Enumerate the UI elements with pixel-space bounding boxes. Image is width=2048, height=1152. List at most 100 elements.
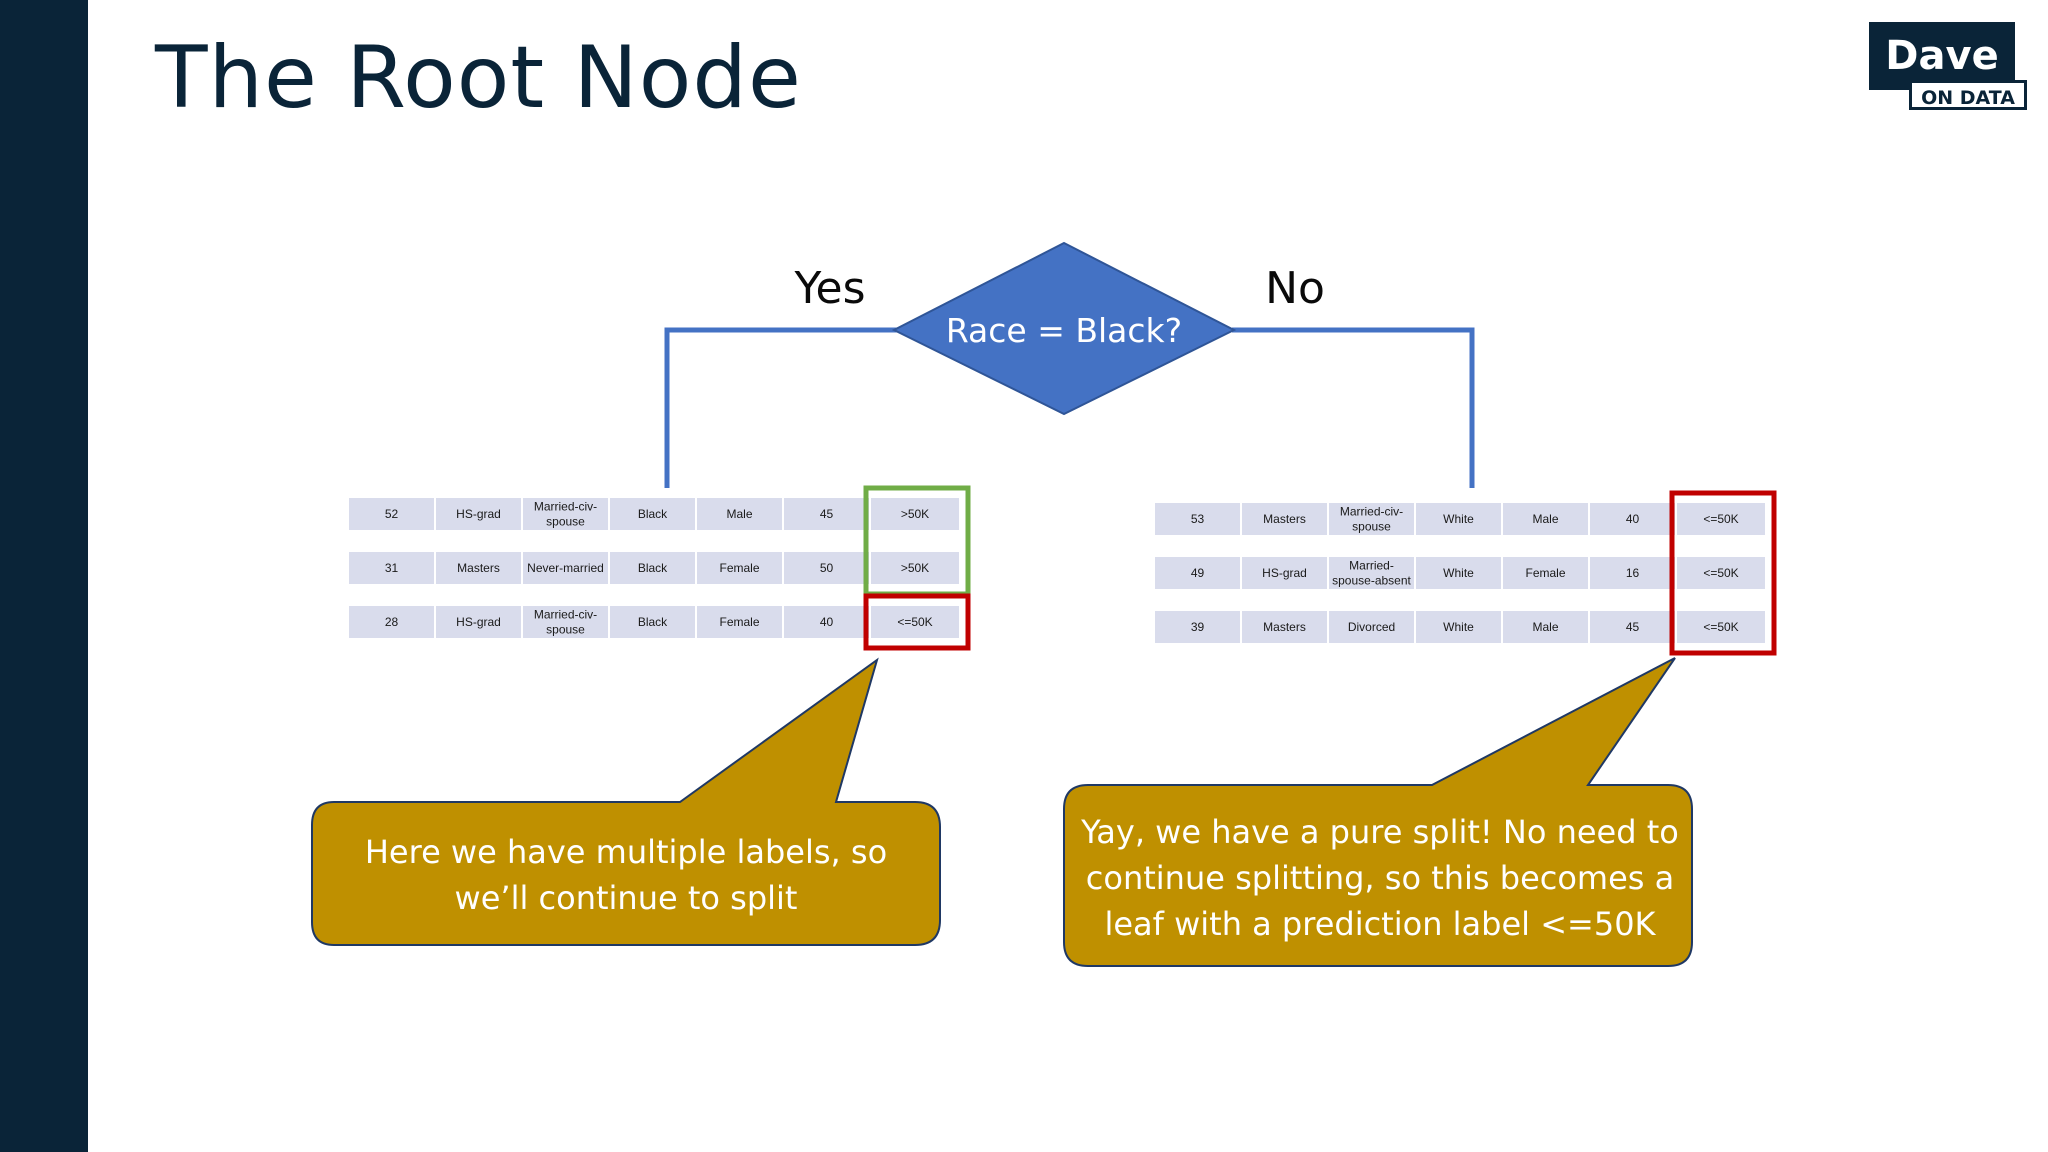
table-cell-text: <=50K xyxy=(1703,620,1738,634)
table-cell-text: 45 xyxy=(1626,620,1640,634)
left-callout-bubble xyxy=(311,657,941,946)
table-cell-bg xyxy=(697,606,782,638)
table-cell-text: 39 xyxy=(1191,620,1205,634)
table-cell-text: White xyxy=(1443,566,1474,580)
table-cell-bg xyxy=(1677,503,1765,535)
table-cell-bg xyxy=(1416,503,1501,535)
yes-label: Yes xyxy=(793,263,865,314)
decision-node-label: Race = Black? xyxy=(946,311,1182,350)
red-highlight-box xyxy=(1669,490,1777,656)
table-cell-text: Male xyxy=(1532,512,1558,526)
table-cell-bg xyxy=(1503,557,1588,589)
table-cell-text: Female xyxy=(1525,566,1565,580)
table-cell-bg xyxy=(349,552,434,584)
table-cell-text: spouse xyxy=(1352,520,1391,534)
table-cell-text: HS-grad xyxy=(456,615,501,629)
no-branch-connector xyxy=(1232,327,1475,488)
table-cell-text: Black xyxy=(638,507,668,521)
table-cell-bg xyxy=(1242,611,1327,643)
table-cell-text: White xyxy=(1443,512,1474,526)
table-cell-text: Female xyxy=(719,615,759,629)
table-cell-bg xyxy=(1416,557,1501,589)
table-cell-text: 31 xyxy=(385,561,399,575)
table-cell-text: Married-civ- xyxy=(1340,505,1403,519)
table-cell-text: Masters xyxy=(457,561,500,575)
table-cell-text: Never-married xyxy=(527,561,604,575)
table-cell-bg xyxy=(1677,557,1765,589)
table-cell-bg xyxy=(1155,557,1240,589)
table-cell-text: spouse xyxy=(546,515,585,529)
table-cell-bg xyxy=(784,498,869,530)
table-cell-text: 40 xyxy=(820,615,834,629)
table-cell-bg xyxy=(436,498,521,530)
table-cell-text: Masters xyxy=(1263,620,1306,634)
logo-sub-text: ON DATA xyxy=(1909,80,2027,110)
table-cell-text: <=50K xyxy=(1703,512,1738,526)
table-cell-text: Male xyxy=(1532,620,1558,634)
table-cell-bg xyxy=(697,552,782,584)
logo-main-text: Dave xyxy=(1869,22,2015,90)
table-cell-bg xyxy=(610,606,695,638)
table-cell-text: Married- xyxy=(1349,559,1394,573)
table-cell-text: Married-civ- xyxy=(534,500,597,514)
right-callout-text: Yay, we have a pure split! No need to co… xyxy=(1081,813,1679,943)
table-cell-bg xyxy=(1155,611,1240,643)
table-cell-bg xyxy=(1503,503,1588,535)
table-cell-text: Female xyxy=(719,561,759,575)
table-cell-bg xyxy=(436,552,521,584)
left-callout-text: Here we have multiple labels, so we’ll c… xyxy=(364,833,888,917)
table-cell-text: Male xyxy=(726,507,752,521)
table-cell-text: Black xyxy=(638,561,668,575)
table-cell-bg xyxy=(1329,611,1414,643)
table-cell-text: Masters xyxy=(1263,512,1306,526)
table-cell-text: 53 xyxy=(1191,512,1205,526)
table-cell-bg xyxy=(784,606,869,638)
decision-node xyxy=(891,241,1237,416)
table-cell-bg xyxy=(1590,503,1675,535)
table-cell-bg xyxy=(1416,611,1501,643)
table-cell-bg xyxy=(1590,557,1675,589)
table-cell-text: 28 xyxy=(385,615,399,629)
table-cell-text: 49 xyxy=(1191,566,1205,580)
table-cell-text: White xyxy=(1443,620,1474,634)
table-cell-bg xyxy=(523,606,608,638)
table-cell-bg xyxy=(784,552,869,584)
table-cell-bg xyxy=(1242,503,1327,535)
table-cell-bg xyxy=(349,498,434,530)
table-cell-text: 40 xyxy=(1626,512,1640,526)
sidebar-bar xyxy=(0,0,88,1152)
table-cell-bg xyxy=(1329,503,1414,535)
table-cell-text: >50K xyxy=(901,507,929,521)
table-cell-bg xyxy=(523,498,608,530)
table-cell-bg xyxy=(871,552,959,584)
table-cell-bg xyxy=(436,606,521,638)
table-cell-bg xyxy=(349,606,434,638)
table-cell-text: Divorced xyxy=(1348,620,1395,634)
table-cell-bg xyxy=(1155,503,1240,535)
table-cell-text: 52 xyxy=(385,507,399,521)
table-cell-bg xyxy=(523,552,608,584)
table-cell-text: <=50K xyxy=(1703,566,1738,580)
table-cell-text: Black xyxy=(638,615,668,629)
table-cell-text: HS-grad xyxy=(456,507,501,521)
no-label: No xyxy=(1265,263,1325,314)
dave-on-data-logo: Dave ON DATA xyxy=(1869,22,2035,116)
table-cell-bg xyxy=(1503,611,1588,643)
table-cell-text: 45 xyxy=(820,507,834,521)
table-cell-bg xyxy=(1590,611,1675,643)
table-cell-bg xyxy=(871,606,959,638)
table-cell-text: spouse-absent xyxy=(1332,574,1411,588)
table-cell-text: <=50K xyxy=(897,615,932,629)
table-cell-bg xyxy=(610,498,695,530)
slide-title: The Root Node xyxy=(155,28,802,128)
table-cell-text: >50K xyxy=(901,561,929,575)
table-cell-text: 16 xyxy=(1626,566,1640,580)
table-cell-bg xyxy=(1242,557,1327,589)
table-cell-text: spouse xyxy=(546,623,585,637)
table-cell-text: Married-civ- xyxy=(534,608,597,622)
table-cell-bg xyxy=(871,498,959,530)
table-cell-text: HS-grad xyxy=(1262,566,1307,580)
table-cell-bg xyxy=(1677,611,1765,643)
